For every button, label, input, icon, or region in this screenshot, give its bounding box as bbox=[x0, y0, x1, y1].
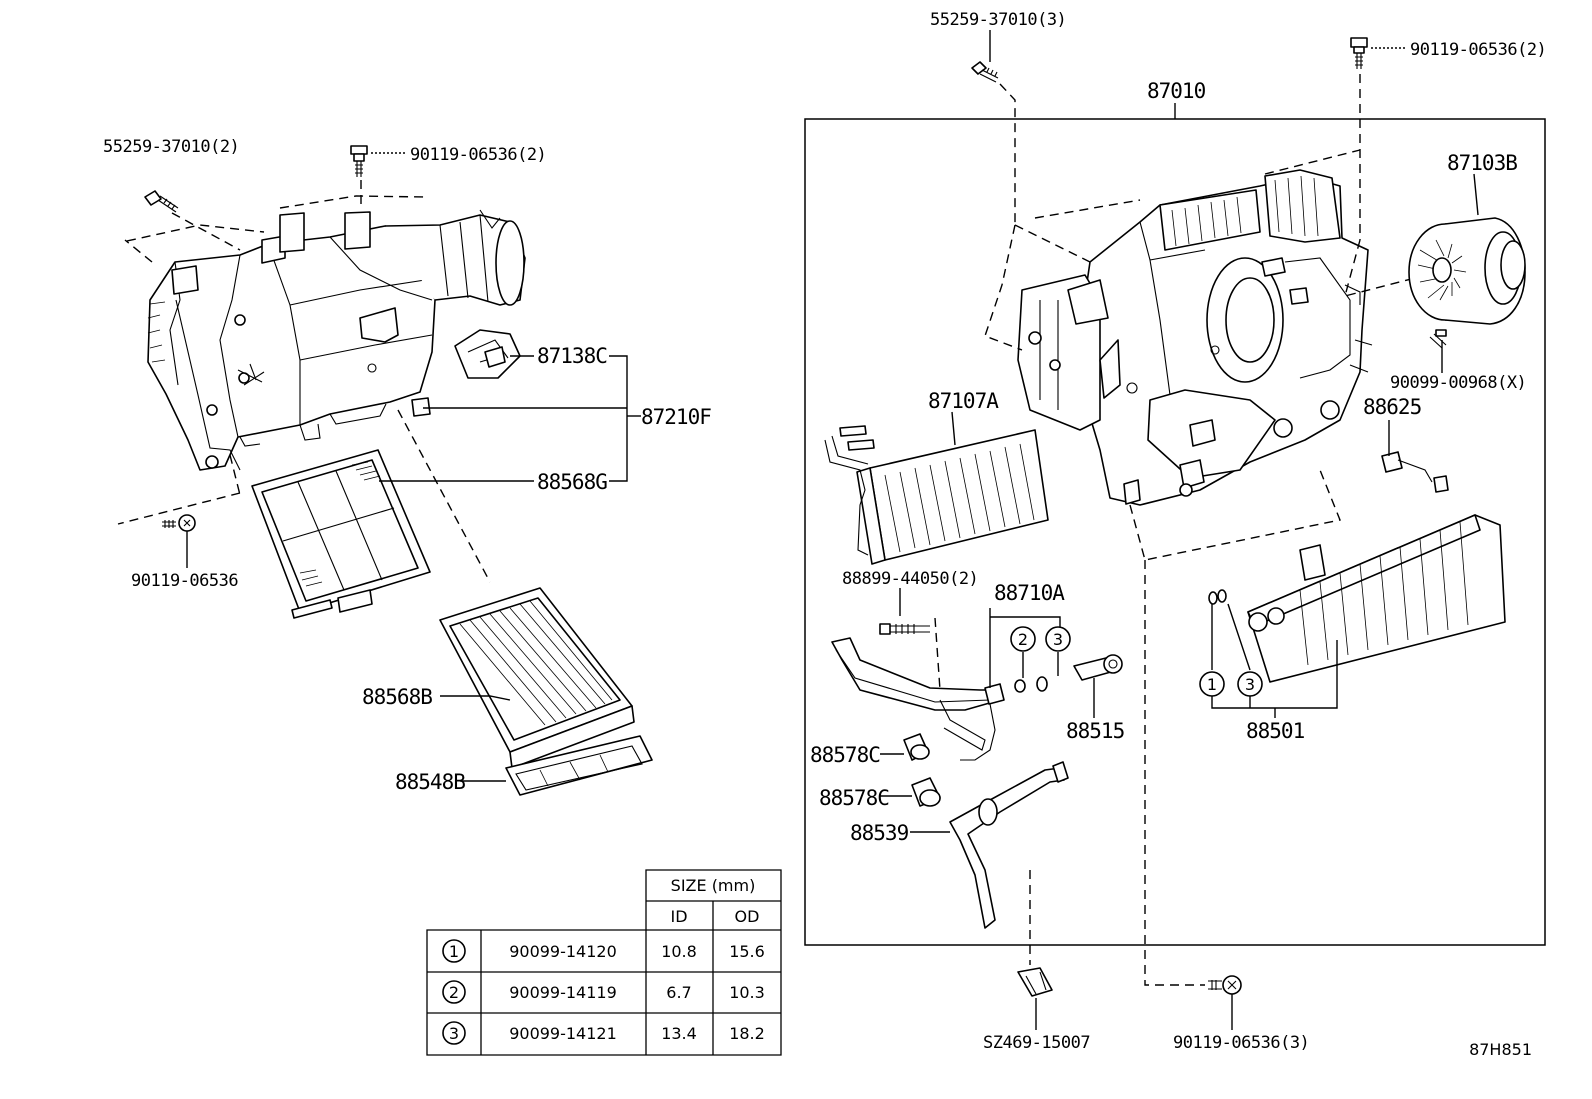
label-55259-37010-3: 55259-37010(3) bbox=[930, 10, 1066, 30]
marker-circle-1-evap: 1 bbox=[1199, 671, 1225, 697]
servo-motor-87138C bbox=[454, 329, 521, 379]
label-88548B: 88548B bbox=[395, 770, 465, 794]
sensor-88625 bbox=[1381, 451, 1449, 493]
unit-housing-87210F bbox=[147, 209, 526, 471]
svg-text:1: 1 bbox=[1207, 675, 1217, 694]
diagram-code: 87H851 bbox=[1469, 1040, 1532, 1059]
table-row: 1 90099-14120 10.8 15.6 bbox=[442, 939, 765, 963]
svg-text:90099-14121: 90099-14121 bbox=[509, 1024, 617, 1043]
filter-frame-88568G bbox=[251, 449, 431, 619]
label-88578C-a: 88578C bbox=[810, 743, 880, 767]
size-table: SIZE (mm) ID OD 1 90099-14120 10.8 15.6 … bbox=[426, 869, 782, 1056]
label-88515: 88515 bbox=[1066, 719, 1124, 743]
heater-core-87107A bbox=[824, 425, 1049, 565]
marker-circle-3-evap: 3 bbox=[1237, 671, 1263, 697]
svg-text:13.4: 13.4 bbox=[661, 1024, 697, 1043]
label-88899-44050-2: 88899-44050(2) bbox=[842, 569, 978, 589]
label-88625: 88625 bbox=[1363, 395, 1421, 419]
svg-text:10.3: 10.3 bbox=[729, 983, 765, 1002]
screw-icon bbox=[350, 145, 368, 177]
label-88568B: 88568B bbox=[362, 685, 432, 709]
label-87107A: 87107A bbox=[928, 389, 999, 413]
svg-text:1: 1 bbox=[449, 942, 459, 961]
label-88501: 88501 bbox=[1246, 719, 1305, 743]
label-90119-06536: 90119-06536 bbox=[131, 571, 238, 591]
svg-text:2: 2 bbox=[1018, 630, 1028, 649]
grommet-88578C-b bbox=[911, 777, 941, 807]
screw-icon bbox=[1429, 329, 1447, 349]
bracket-88515 bbox=[1073, 654, 1123, 681]
size-table-col-id: ID bbox=[670, 907, 687, 926]
left-unit-assembly bbox=[117, 145, 653, 796]
svg-text:6.7: 6.7 bbox=[666, 983, 691, 1002]
screw-icon bbox=[879, 623, 930, 635]
marker-circle-2-pipe: 2 bbox=[1010, 626, 1036, 652]
svg-text:15.6: 15.6 bbox=[729, 942, 765, 961]
table-row: 2 90099-14119 6.7 10.3 bbox=[442, 980, 765, 1004]
table-row: 3 90099-14121 13.4 18.2 bbox=[442, 1021, 765, 1045]
blower-motor-87103B bbox=[1408, 217, 1526, 325]
bolt-icon bbox=[971, 61, 999, 83]
right-unit-assembly bbox=[804, 30, 1546, 1030]
svg-text:90099-14119: 90099-14119 bbox=[509, 983, 617, 1002]
bolt-icon bbox=[144, 190, 179, 213]
svg-text:90099-14120: 90099-14120 bbox=[509, 942, 617, 961]
label-87210F: 87210F bbox=[641, 405, 711, 429]
svg-text:3: 3 bbox=[449, 1024, 459, 1043]
label-87103B: 87103B bbox=[1447, 151, 1517, 175]
svg-text:10.8: 10.8 bbox=[661, 942, 697, 961]
svg-text:3: 3 bbox=[1053, 630, 1063, 649]
filter-cover-88548B bbox=[505, 735, 653, 796]
label-87138C: 87138C bbox=[537, 344, 607, 368]
label-88568G: 88568G bbox=[537, 470, 607, 494]
svg-text:18.2: 18.2 bbox=[729, 1024, 765, 1043]
screw-icon bbox=[1350, 37, 1368, 69]
label-88710A: 88710A bbox=[994, 581, 1065, 605]
svg-text:3: 3 bbox=[1245, 675, 1255, 694]
evaporator-88501 bbox=[1247, 514, 1506, 683]
filter-88568B bbox=[439, 587, 635, 769]
clip-SZ469-15007 bbox=[1017, 967, 1053, 997]
label-87010: 87010 bbox=[1147, 79, 1206, 103]
label-90119-06536-2-left: 90119-06536(2) bbox=[410, 145, 546, 165]
label-90119-06536-3: 90119-06536(3) bbox=[1173, 1033, 1309, 1053]
label-90119-06536-2-right: 90119-06536(2) bbox=[1410, 40, 1546, 60]
screw-icon bbox=[1208, 975, 1242, 995]
label-90099-00968-X: 90099-00968(X) bbox=[1390, 373, 1526, 393]
pipe-88710A bbox=[831, 637, 1005, 761]
label-88578C-b: 88578C bbox=[819, 786, 889, 810]
unit-case-87010 bbox=[1017, 169, 1373, 506]
label-88539: 88539 bbox=[850, 821, 909, 845]
label-SZ469-15007: SZ469-15007 bbox=[983, 1033, 1090, 1053]
size-table-header: SIZE (mm) bbox=[671, 876, 756, 895]
screw-icon bbox=[162, 514, 196, 532]
svg-text:2: 2 bbox=[449, 983, 459, 1002]
label-55259-37010-2: 55259-37010(2) bbox=[103, 137, 239, 157]
drain-hose-88539 bbox=[949, 761, 1069, 929]
size-table-col-od: OD bbox=[735, 907, 760, 926]
grommet-88578C-a bbox=[903, 733, 930, 761]
marker-circle-3-pipe: 3 bbox=[1045, 626, 1071, 652]
part-labels: 55259-37010(2) 90119-06536(2) 87138C 872… bbox=[103, 10, 1547, 1059]
